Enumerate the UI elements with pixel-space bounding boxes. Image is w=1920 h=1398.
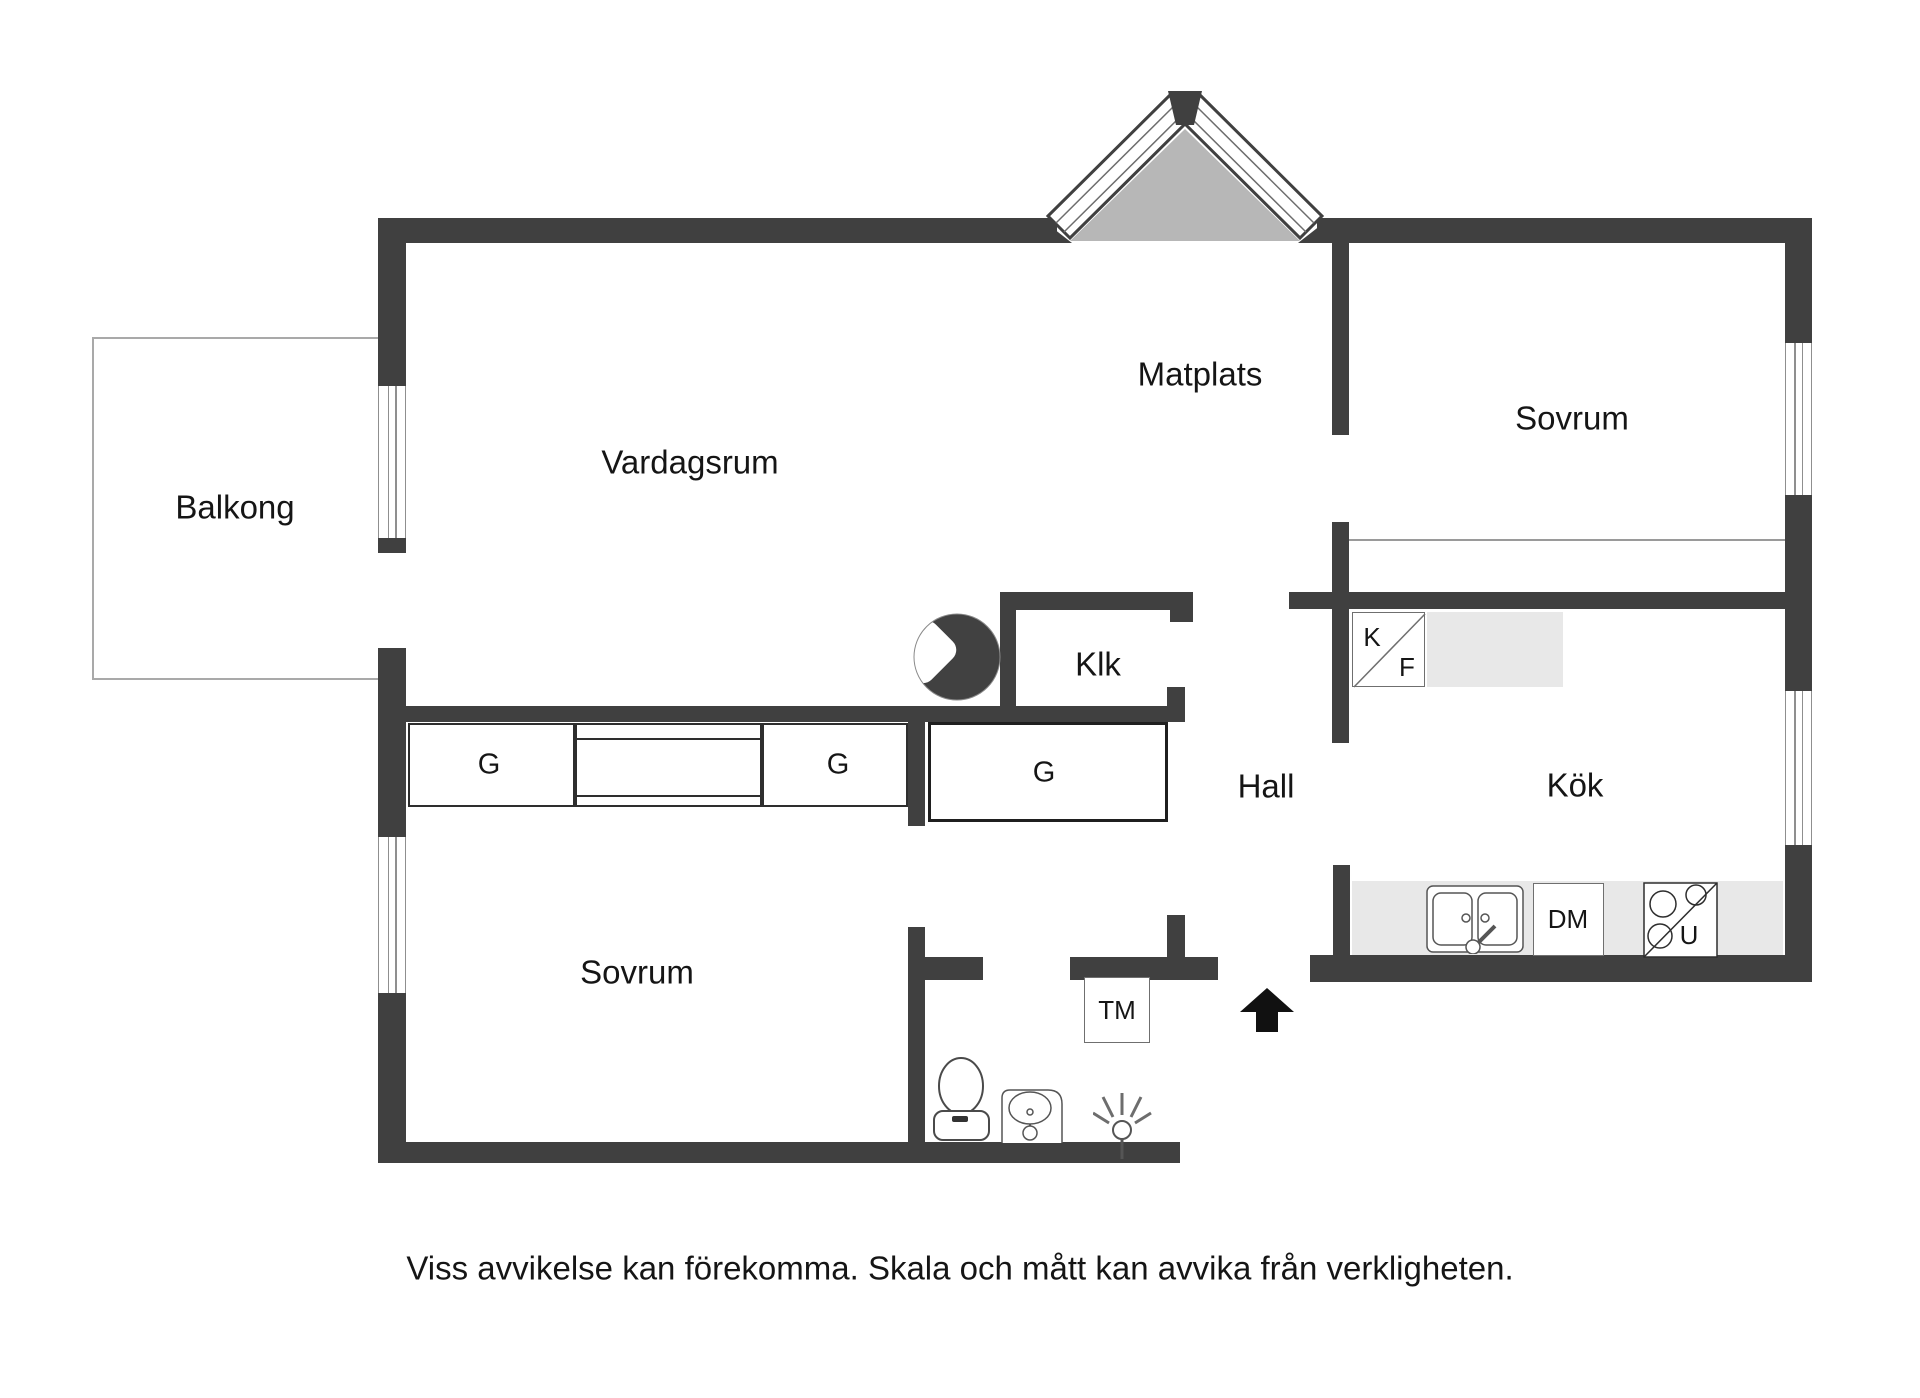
window [1785,691,1812,845]
wall [406,706,1185,722]
room-label-sovrum-top: Sovrum [1515,399,1629,437]
unit-line [577,738,760,740]
wall [378,218,1057,243]
wardrobe-box [762,723,908,807]
room-label-kok: Kök [1546,766,1604,804]
bay-window-icon [1040,91,1330,243]
toilet-icon [933,1057,990,1141]
wardrobe-label: G [826,748,850,781]
kitchen-counter [1427,612,1563,687]
wall [1000,592,1016,706]
wall [378,648,406,837]
wall [378,538,406,553]
window [378,837,406,993]
washing-machine-label: TM [1098,995,1136,1025]
wall [908,957,983,980]
dishwasher-box [1533,883,1604,956]
wardrobe-label: G [1032,756,1056,789]
shower-drain-icon [1093,1093,1152,1159]
fireplace-icon [913,613,1001,701]
room-label-matplats: Matplats [1137,355,1263,393]
wall [378,993,406,1163]
room-label-sovrum-bottom: Sovrum [580,953,694,991]
wall [1170,610,1193,622]
room-label-balkong: Balkong [175,488,295,526]
wardrobe-box-hall [928,722,1168,822]
unit-line [577,795,760,797]
bath-sink-icon [1001,1089,1063,1143]
washing-machine-box [1084,977,1150,1043]
wall [1070,957,1218,980]
wall [378,218,406,386]
fridge-freezer-box [1352,612,1426,688]
room-label-vardagsrum: Vardagsrum [601,443,779,481]
wall [1332,522,1349,743]
wall [1317,218,1812,243]
freezer-label: F [1399,652,1415,682]
wardrobe-box [408,723,575,807]
stove-icon [1643,882,1718,958]
oven-label: U [1679,920,1699,950]
wall [908,706,925,826]
wall [1289,592,1332,609]
wall [1785,218,1812,343]
closet-line [1349,539,1785,541]
wall [1785,495,1812,691]
wall [1000,592,1193,610]
room-label-hall: Hall [1237,767,1295,805]
wall [908,927,925,1142]
wardrobe-middle-unit [575,723,762,807]
wall [378,1142,1180,1163]
disclaimer-text: Viss avvikelse kan förekomma. Skala och … [406,1249,1514,1287]
wardrobe-label: G [477,748,501,781]
wall [1349,592,1785,609]
wall [1167,915,1185,957]
window [378,386,406,538]
wall [1332,243,1349,435]
dishwasher-label: DM [1547,904,1589,934]
balcony-outline [92,337,378,680]
kitchen-sink-icon [1426,885,1524,954]
fridge-label: K [1363,622,1381,652]
room-label-klk: Klk [1075,645,1121,683]
window [1785,343,1812,495]
fridge-freezer-diagonal [1353,613,1426,688]
wall [1167,687,1185,706]
entrance-arrow-icon [1240,988,1294,1032]
wall [1333,865,1350,955]
wall [1310,955,1812,982]
